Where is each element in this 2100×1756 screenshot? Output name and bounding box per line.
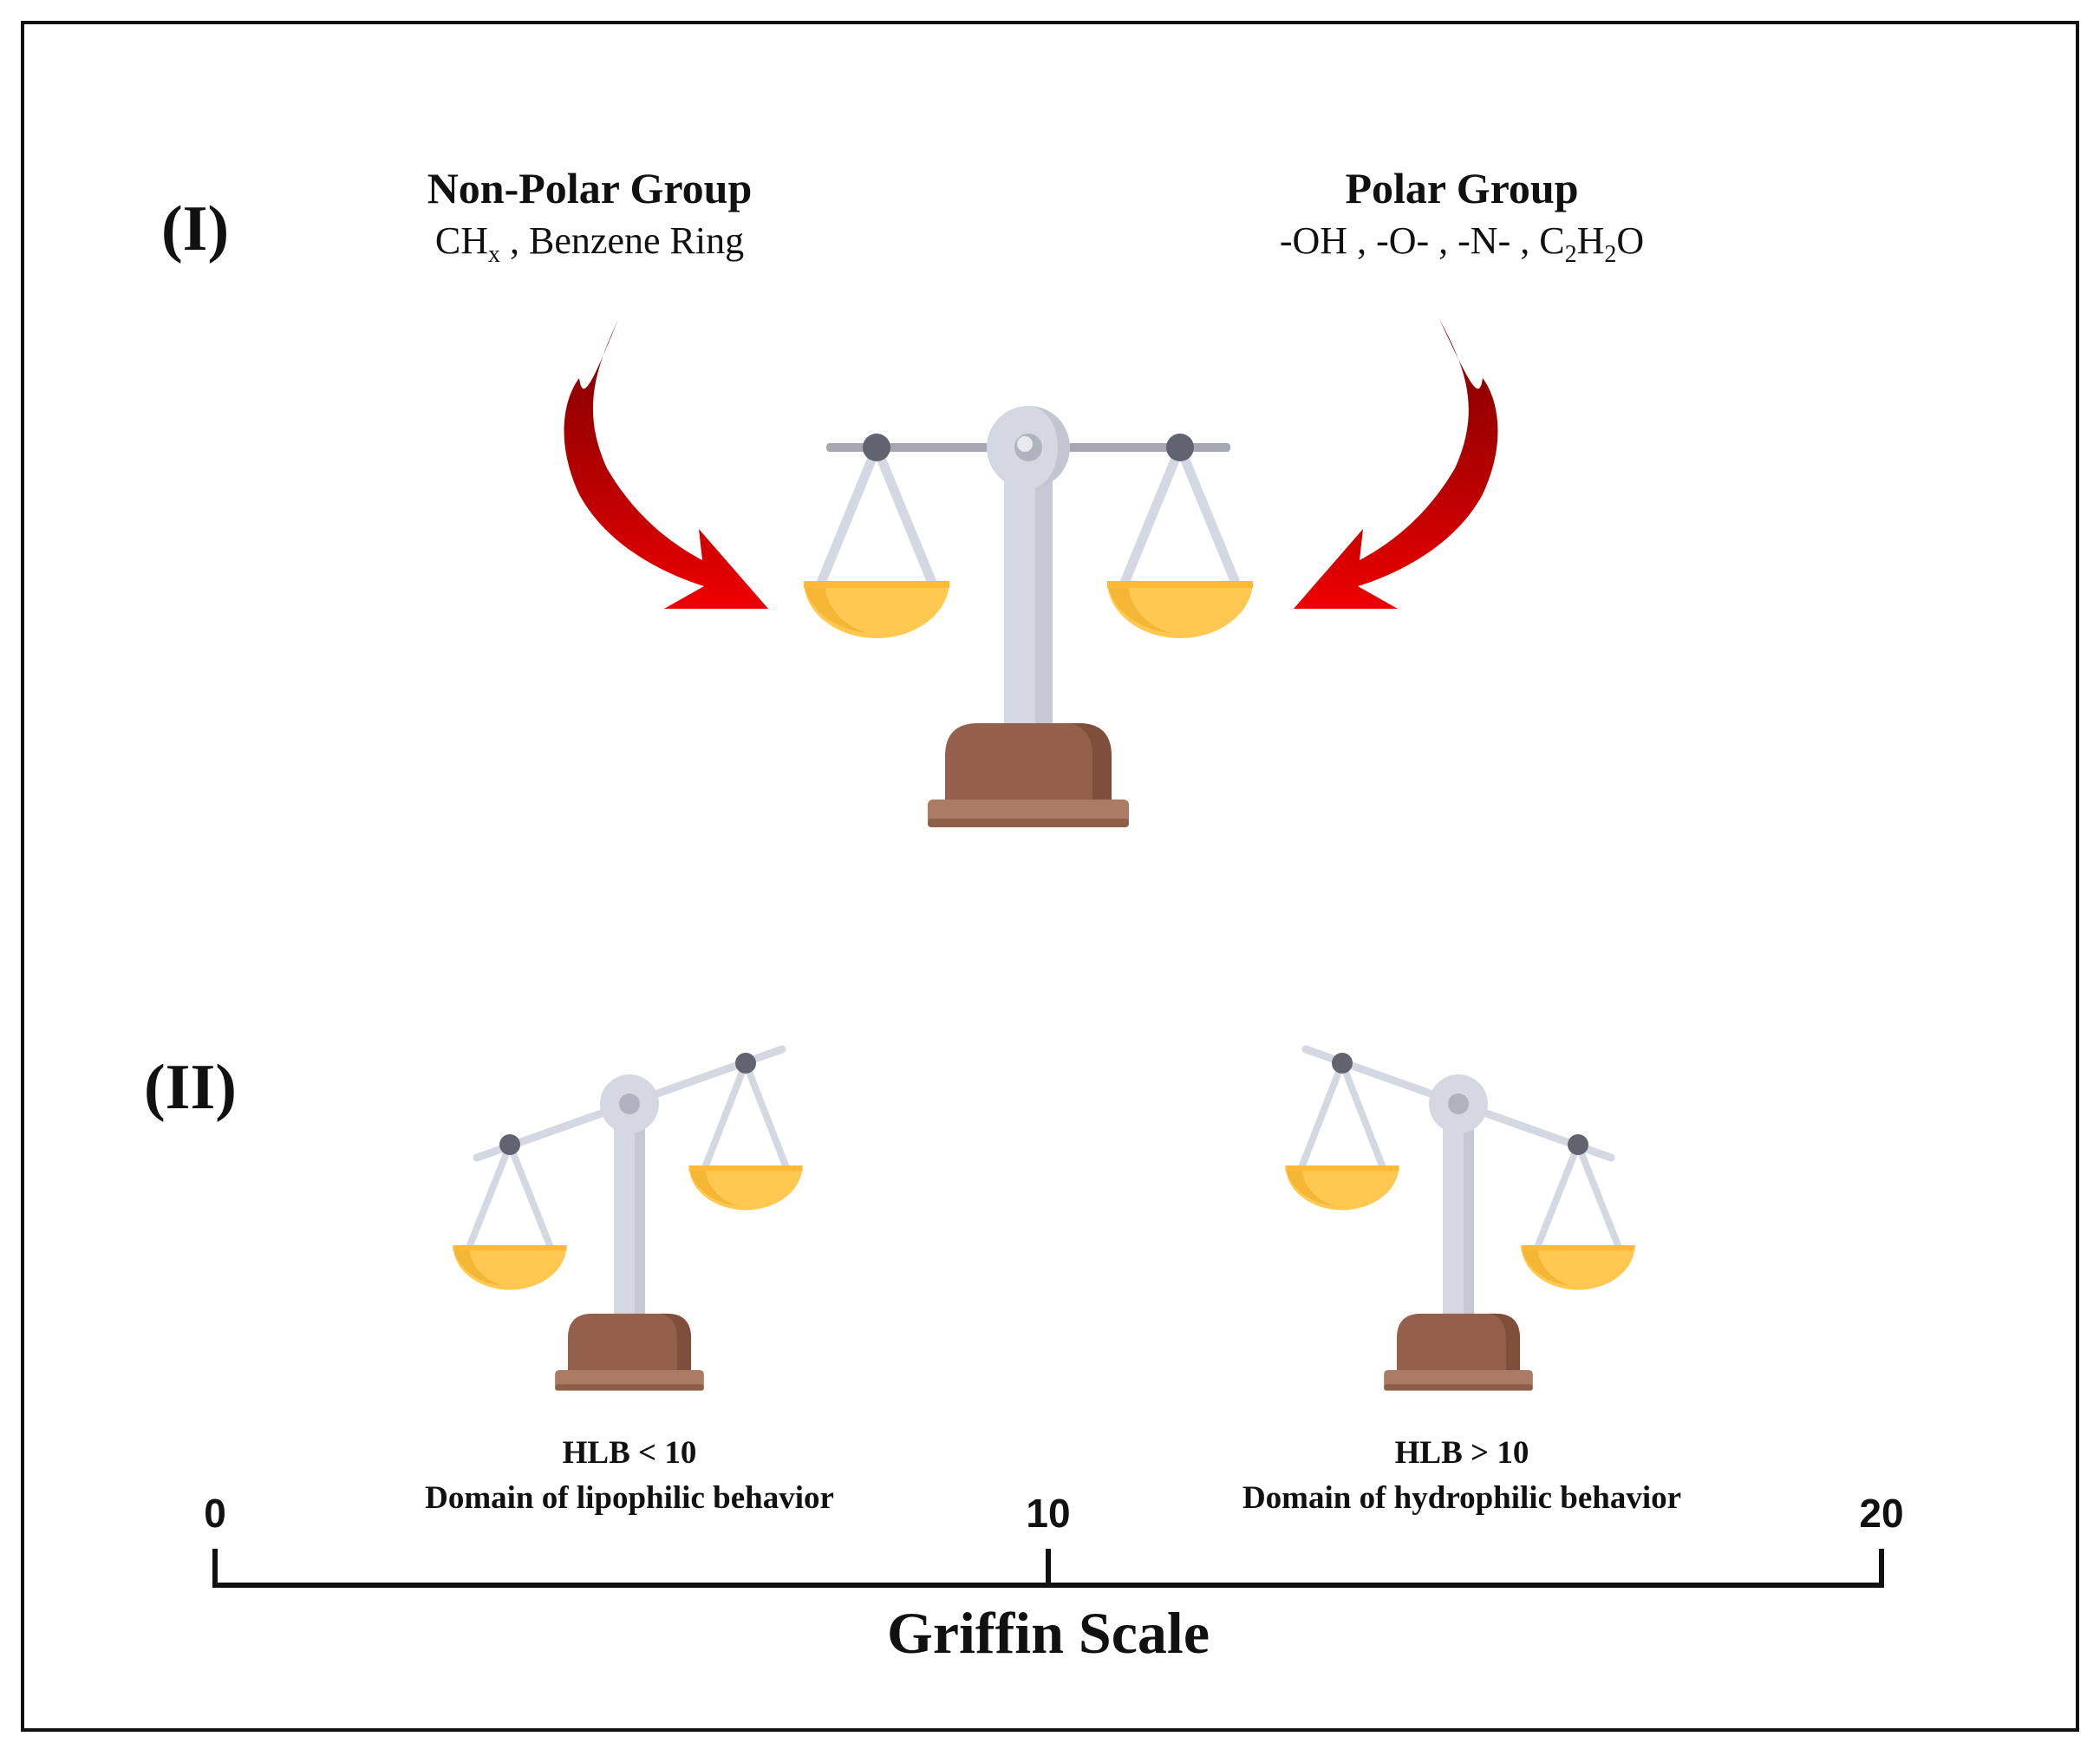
balanced-scale	[804, 406, 1253, 827]
lipophilic-caption: HLB < 10 Domain of lipophilic behavior	[335, 1431, 924, 1521]
tick-label-20: 20	[1859, 1491, 1904, 1536]
polar-group-title: Polar Group	[1345, 164, 1579, 212]
hydrophilic-domain-label: Domain of hydrophilic behavior	[1242, 1480, 1682, 1516]
polar-group-formula: -OH , -O- , -N- , C2H2O	[1279, 219, 1645, 268]
right-red-arrow	[1294, 319, 1498, 609]
hlb-less-than-label: HLB < 10	[562, 1435, 697, 1471]
non-polar-group-formula: CHx , Benzene Ring	[434, 219, 745, 268]
non-polar-group-title: Non-Polar Group	[427, 164, 753, 212]
hydrophilic-scale	[1285, 1045, 1635, 1391]
lipophilic-domain-label: Domain of lipophilic behavior	[425, 1480, 834, 1516]
tick-label-10: 10	[1026, 1491, 1071, 1536]
tick-label-0: 0	[204, 1491, 226, 1536]
figure-frame	[21, 21, 2079, 1732]
griffin-scale-title: Griffin Scale	[886, 1600, 1210, 1666]
section-one-label: (I)	[161, 193, 230, 264]
griffin-scale-axis	[212, 1549, 1884, 1588]
section-two-label: (II)	[144, 1052, 237, 1123]
hydrophilic-caption: HLB > 10 Domain of hydrophilic behavior	[1167, 1431, 1757, 1521]
left-red-arrow	[564, 319, 768, 609]
hlb-greater-than-label: HLB > 10	[1394, 1435, 1529, 1471]
lipophilic-scale	[453, 1045, 803, 1391]
